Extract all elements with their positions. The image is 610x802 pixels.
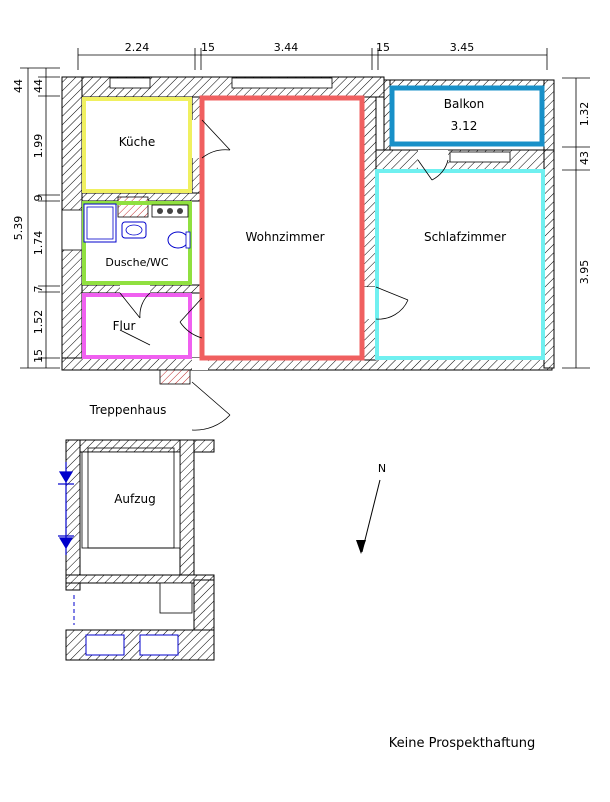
bathroom-fixtures bbox=[83, 203, 191, 249]
toilet-icon bbox=[167, 231, 189, 249]
dim-left-5: 1.74 bbox=[32, 231, 45, 256]
wohnzimmer-outline bbox=[199, 95, 365, 361]
stairwell-block bbox=[58, 439, 215, 661]
aufzug-shaft bbox=[81, 451, 181, 549]
room-labels: Küche Wohnzimmer Schlafzimmer Balkon 3.1… bbox=[89, 97, 506, 506]
flur-outline bbox=[82, 293, 192, 359]
doors bbox=[119, 119, 449, 431]
label-balkon-area: 3.12 bbox=[451, 119, 478, 133]
dim-right-1: 1.32 bbox=[578, 102, 591, 127]
label-flur: Flur bbox=[113, 319, 136, 333]
dim-right-2: 43 bbox=[578, 151, 591, 165]
shower-icon bbox=[83, 203, 117, 243]
dim-top-3: 3.44 bbox=[274, 41, 299, 54]
north-arrow: N bbox=[356, 462, 386, 554]
right-dimensions: 1.32 43 3.95 bbox=[562, 77, 591, 369]
dim-top-5: 3.45 bbox=[450, 41, 475, 54]
label-dusche: Dusche/WC bbox=[105, 256, 169, 269]
balkon-outline bbox=[389, 85, 545, 147]
label-treppenhaus: Treppenhaus bbox=[89, 403, 167, 417]
dim-left-outer: 5.39 bbox=[12, 216, 25, 241]
dim-left-2: 44 bbox=[32, 79, 45, 93]
dim-left-4: 9 bbox=[32, 195, 45, 202]
label-wohnzimmer: Wohnzimmer bbox=[245, 230, 324, 244]
elevator-markers bbox=[58, 462, 74, 555]
dim-top-2: 15 bbox=[201, 41, 215, 54]
top-dimensions: 2.24 15 3.44 15 3.45 bbox=[77, 41, 548, 70]
kueche-outline bbox=[82, 97, 192, 193]
sink-icon bbox=[121, 221, 147, 239]
left-dimensions: 5.39 44 44 1.99 9 1.74 7 1.52 15 bbox=[12, 67, 60, 369]
apartment-walls bbox=[61, 76, 555, 385]
dim-top-4: 15 bbox=[376, 41, 390, 54]
dim-left-3: 1.99 bbox=[32, 134, 45, 159]
label-aufzug: Aufzug bbox=[114, 492, 156, 506]
dim-left-1: 44 bbox=[12, 79, 25, 93]
label-kueche: Küche bbox=[119, 135, 155, 149]
label-balkon: Balkon bbox=[444, 97, 484, 111]
room-outlines bbox=[82, 85, 545, 361]
disclaimer-text: Keine Prospekthaftung bbox=[389, 736, 536, 751]
north-label: N bbox=[378, 462, 386, 475]
schlafzimmer-outline bbox=[375, 169, 545, 360]
dim-right-3: 3.95 bbox=[578, 260, 591, 285]
label-schlafzimmer: Schlafzimmer bbox=[424, 230, 506, 244]
dim-left-8: 15 bbox=[32, 349, 45, 363]
dim-left-7: 1.52 bbox=[32, 310, 45, 335]
dim-left-6: 7 bbox=[32, 286, 45, 293]
dim-top-1: 2.24 bbox=[125, 41, 150, 54]
